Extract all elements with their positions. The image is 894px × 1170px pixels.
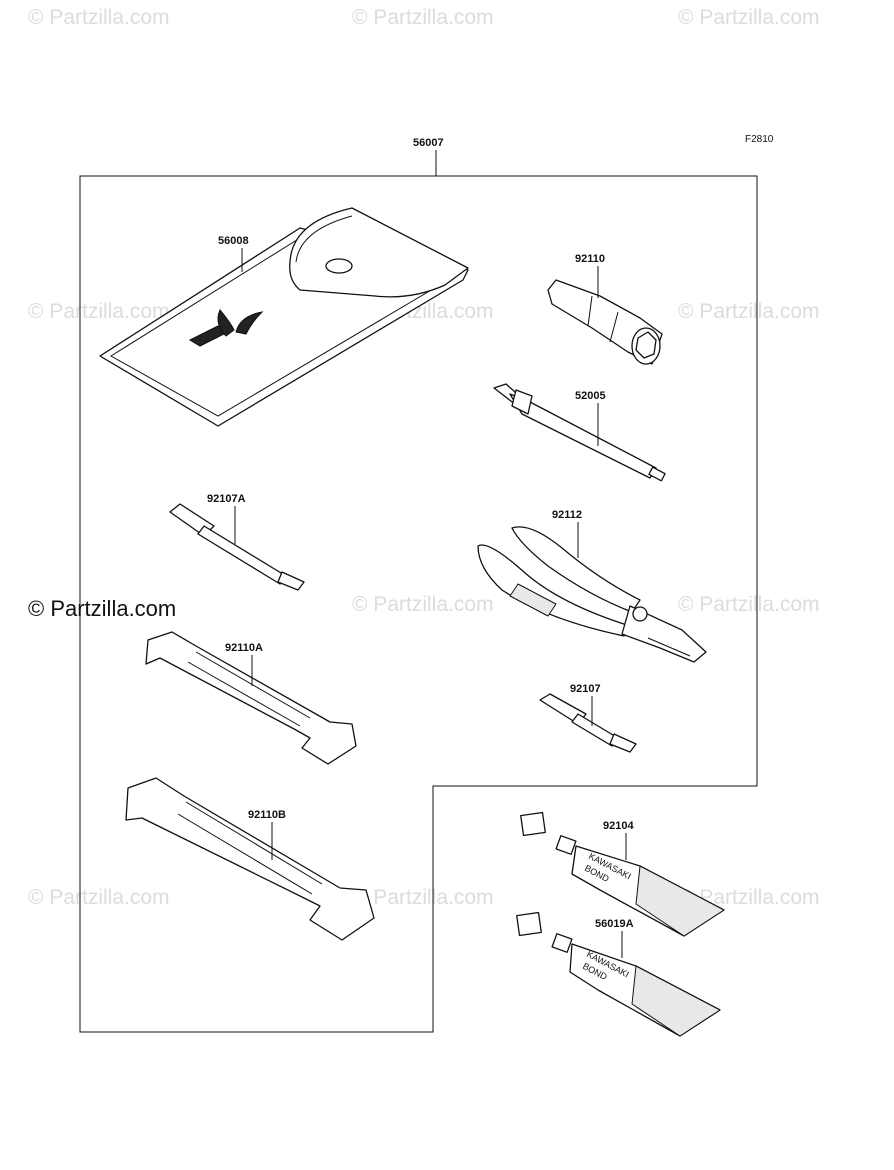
bond-tube-a[interactable]: KAWASAKI BOND — [516, 911, 721, 1037]
tool-pouch[interactable] — [99, 207, 469, 427]
watermark: © Partzilla.com — [28, 886, 170, 909]
open-end-wrench-b[interactable] — [125, 777, 375, 941]
figure-code: F2810 — [745, 134, 774, 145]
part-label-92112[interactable]: 92112 — [552, 509, 582, 521]
part-label-92104[interactable]: 92104 — [603, 820, 634, 832]
screwdriver-bit[interactable] — [539, 693, 637, 753]
part-label-52005[interactable]: 52005 — [575, 390, 606, 402]
watermark: © Partzilla.com — [678, 300, 820, 323]
watermark: © Partzilla.com — [28, 6, 170, 29]
prominent-watermark: © Partzilla.com — [28, 596, 176, 621]
watermark: © Partzilla.com — [678, 6, 820, 29]
screwdriver-bit-a[interactable] — [169, 503, 305, 591]
watermark: © Partzilla.com — [28, 300, 170, 323]
part-label-56007[interactable]: 56007 — [413, 137, 444, 149]
watermark: © Partzilla.com — [352, 593, 494, 616]
spark-plug-socket[interactable] — [547, 279, 663, 365]
part-label-56019a[interactable]: 56019A — [595, 918, 634, 930]
watermark: © Partzilla.com — [678, 593, 820, 616]
open-end-wrench-a[interactable] — [145, 631, 357, 765]
watermark: © Partzilla.com — [352, 886, 494, 909]
part-label-92110a[interactable]: 92110A — [225, 642, 263, 654]
part-label-92110b[interactable]: 92110B — [248, 809, 286, 821]
watermark: © Partzilla.com — [352, 6, 494, 29]
part-label-92110[interactable]: 92110 — [575, 253, 605, 265]
kit-outline — [79, 175, 758, 1033]
watermark: © Partzilla.com — [678, 886, 820, 909]
pliers[interactable] — [477, 526, 707, 663]
extension-bar[interactable] — [493, 383, 666, 482]
bond-tube[interactable]: KAWASAKI BOND — [520, 811, 725, 937]
part-label-92107a[interactable]: 92107A — [207, 493, 246, 505]
part-label-56008[interactable]: 56008 — [218, 235, 249, 247]
part-label-92107[interactable]: 92107 — [570, 683, 601, 695]
